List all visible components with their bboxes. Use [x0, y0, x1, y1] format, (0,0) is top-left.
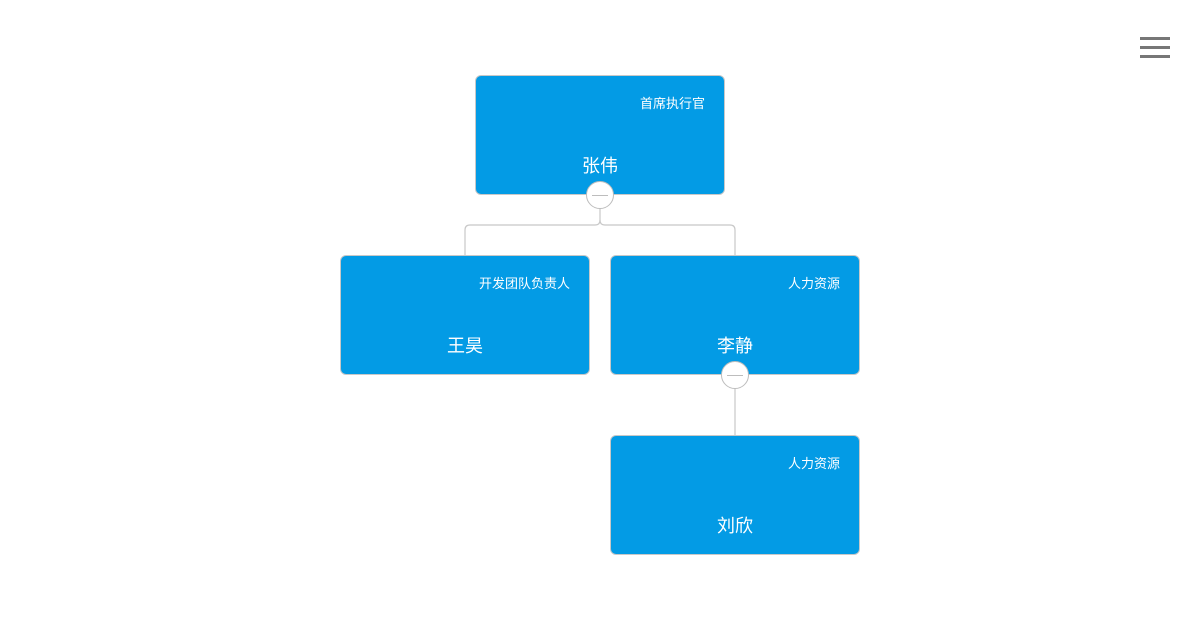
- org-node-hr1[interactable]: 人力资源 李静: [610, 255, 860, 375]
- node-title: 首席执行官: [639, 97, 705, 112]
- node-title: 人力资源: [787, 457, 840, 472]
- menu-bar: [1140, 37, 1170, 40]
- node-name: 张伟: [582, 156, 618, 177]
- collapse-toggle-hr1[interactable]: [721, 361, 749, 389]
- node-name: 刘欣: [717, 516, 753, 537]
- org-node-hr2[interactable]: 人力资源 刘欣: [610, 435, 860, 555]
- node-name: 王昊: [447, 336, 483, 357]
- node-name: 李静: [717, 336, 753, 357]
- node-title: 人力资源: [787, 277, 840, 292]
- org-node-dev[interactable]: 开发团队负责人 王昊: [340, 255, 590, 375]
- collapse-toggle-ceo[interactable]: [586, 181, 614, 209]
- menu-bar: [1140, 46, 1170, 49]
- node-title: 开发团队负责人: [478, 277, 570, 292]
- menu-bar: [1140, 55, 1170, 58]
- org-node-ceo[interactable]: 首席执行官 张伟: [475, 75, 725, 195]
- hamburger-menu-button[interactable]: [1140, 37, 1170, 59]
